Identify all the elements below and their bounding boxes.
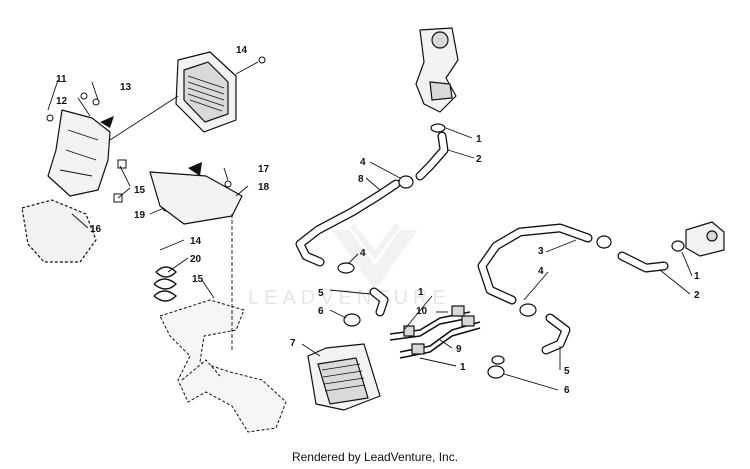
oil-cooler-upper: [175, 51, 237, 133]
callout-20: 20: [190, 254, 202, 265]
callout-19: 19: [134, 210, 146, 221]
hose-fitting: [685, 221, 725, 257]
footer-credit: Rendered by LeadVenture, Inc.: [291, 450, 459, 464]
callout-3: 3: [538, 246, 544, 257]
watermark-logo: [332, 223, 418, 290]
callout-10: 10: [416, 306, 428, 317]
skid-plate: [21, 199, 97, 263]
callout-14: 14: [236, 45, 248, 56]
callout-9: 9: [456, 344, 462, 355]
callout-1b: 1: [418, 287, 424, 298]
callout-4c: 4: [538, 266, 544, 277]
clamp-set: [153, 266, 178, 302]
callout-15b: 15: [192, 274, 204, 285]
callout-6b: 6: [564, 385, 570, 396]
callout-2a: 2: [476, 154, 482, 165]
callout-6a: 6: [318, 306, 324, 317]
callout-11: 11: [56, 74, 67, 85]
callout-12: 12: [56, 96, 68, 107]
callout-1d: 1: [694, 271, 700, 282]
callout-13: 13: [120, 82, 132, 93]
callout-15: 15: [134, 185, 146, 196]
vehicle-frame: [159, 299, 287, 433]
watermark-text: LEADVENTURE: [248, 287, 451, 309]
callout-4b: 4: [360, 248, 366, 259]
callout-5a: 5: [318, 288, 324, 299]
coolant-hoses: [295, 131, 669, 355]
callout-7: 7: [290, 338, 296, 349]
callout-1a: 1: [476, 134, 482, 145]
callout-1c: 1: [460, 362, 466, 373]
arrow-icon: [188, 162, 202, 176]
callout-16: 16: [90, 224, 102, 235]
callout-labels: 14 11 13 12 15 16 17 18 19 14 20 15 1 2 …: [56, 45, 700, 396]
callout-18: 18: [258, 182, 270, 193]
callout-5b: 5: [564, 366, 570, 377]
mounting-bracket: [47, 109, 111, 197]
thermostat-housing: [415, 27, 459, 113]
callout-17: 17: [258, 164, 270, 175]
oil-cooler-lower: [307, 343, 381, 411]
callout-8: 8: [358, 174, 364, 185]
callout-2b: 2: [694, 290, 700, 301]
arrow-icon: [100, 116, 114, 128]
callout-14b: 14: [190, 236, 202, 247]
callout-4a: 4: [360, 157, 366, 168]
